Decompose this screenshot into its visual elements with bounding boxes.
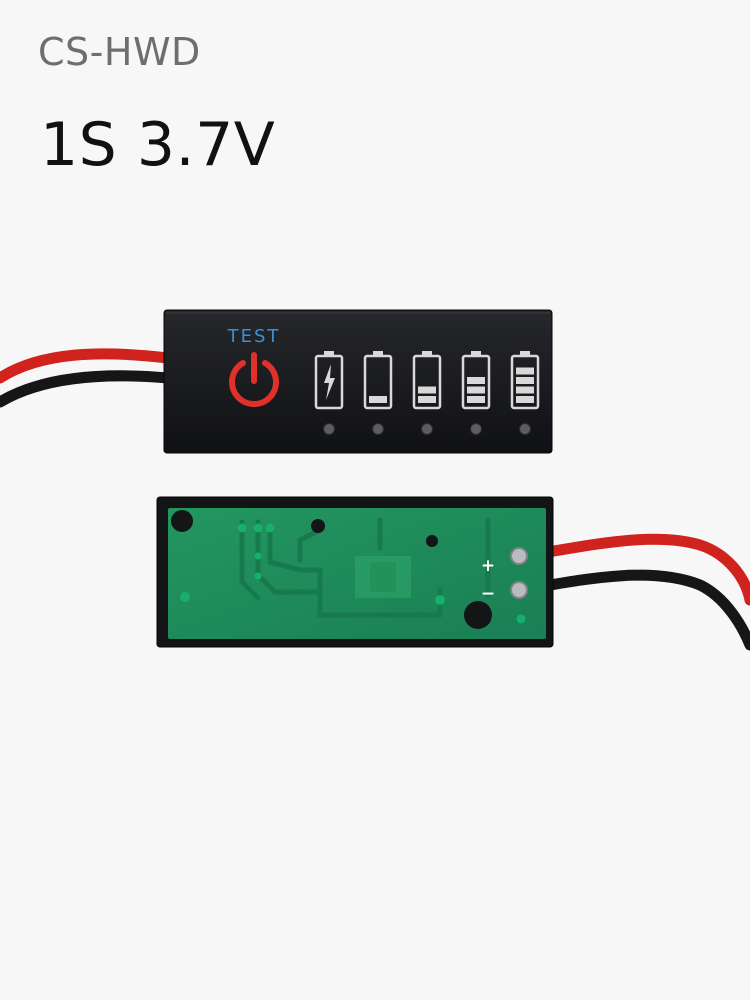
battery-level-2-icon xyxy=(412,351,442,410)
front-red-wire xyxy=(0,348,174,384)
test-label: TEST xyxy=(227,326,281,347)
led-2 xyxy=(421,423,433,435)
battery-indicators xyxy=(314,351,540,410)
brand-label: CS-HWD xyxy=(38,30,201,74)
plus-label: + xyxy=(481,556,495,576)
led-0 xyxy=(323,423,335,435)
front-module: TEST xyxy=(163,309,553,454)
mounting-holes xyxy=(171,510,492,629)
front-black-wire xyxy=(0,370,174,408)
battery-level-4-icon xyxy=(510,351,540,410)
led-1 xyxy=(372,423,384,435)
battery-level-1-icon xyxy=(363,351,393,410)
back-red-wire xyxy=(516,533,750,606)
solder-joints xyxy=(510,547,528,599)
back-module: + − xyxy=(156,496,554,648)
front-wires xyxy=(0,348,174,408)
battery-level-3-icon xyxy=(461,351,491,410)
power-button-icon[interactable] xyxy=(229,352,279,408)
pcb-traces xyxy=(239,517,491,618)
pcb-pads xyxy=(180,523,526,624)
led-4 xyxy=(519,423,531,435)
back-black-wire xyxy=(516,569,750,651)
minus-label: − xyxy=(481,584,495,604)
led-row xyxy=(323,423,531,435)
led-3 xyxy=(470,423,482,435)
back-wires xyxy=(516,533,750,651)
battery-level-0-icon xyxy=(314,351,344,410)
spec-label: 1S 3.7V xyxy=(40,110,276,180)
